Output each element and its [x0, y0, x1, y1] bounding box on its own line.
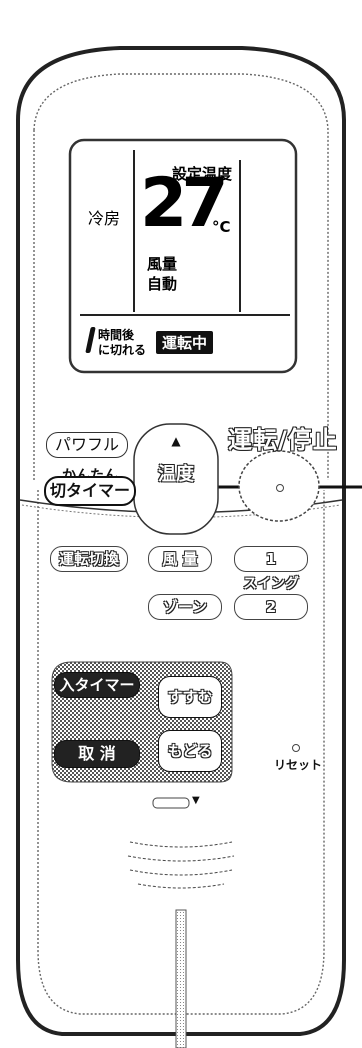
lcd-status-badge: 運転中	[156, 331, 214, 354]
zone-button[interactable]: ゾーン	[148, 594, 222, 620]
power-label: 運転/停止	[228, 426, 338, 454]
swing-one-button[interactable]: 1	[234, 546, 308, 572]
fan-button[interactable]: 風 量	[148, 546, 212, 572]
swing-two-button[interactable]: 2	[234, 594, 308, 620]
off-timer-button[interactable]: 切タイマー	[44, 476, 136, 506]
lcd-timer-hours: 時間後	[98, 328, 135, 342]
advance-button[interactable]: すすむ	[158, 676, 222, 718]
powerful-button[interactable]: パワフル	[46, 432, 128, 458]
swing-label: スイング	[243, 576, 299, 592]
temp-label: 温度	[158, 464, 194, 485]
reset-label: リセット	[274, 758, 323, 772]
slide-indicator-icon: ▼	[192, 795, 200, 806]
temp-down-button[interactable]	[154, 496, 198, 526]
mode-switch-button[interactable]: 運転切換	[50, 546, 128, 572]
back-button[interactable]: もどる	[158, 730, 222, 772]
lcd-unit: °C	[212, 218, 231, 236]
lcd-temperature: 27	[140, 164, 229, 243]
on-timer-button[interactable]: 入タイマー	[54, 672, 140, 698]
temp-up-button[interactable]: ▲	[171, 434, 181, 448]
lcd-fan-label: 風量	[147, 255, 178, 273]
lcd-timer-off: に切れる	[98, 343, 147, 357]
lcd-mode-label: 冷房	[88, 209, 121, 228]
lcd-set-temp-label: 設定温度	[172, 165, 233, 183]
cancel-button[interactable]: 取 消	[54, 740, 140, 768]
lcd-fan-value: 自動	[147, 275, 178, 293]
power-button-dot-icon	[276, 484, 284, 492]
reset-button[interactable]	[292, 744, 300, 752]
